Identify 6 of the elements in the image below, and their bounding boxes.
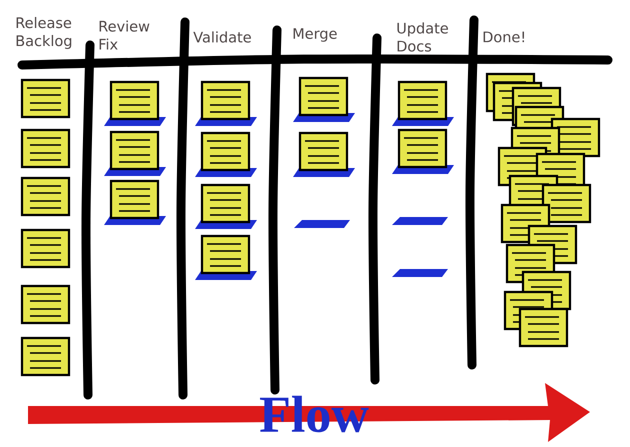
column-header: Done!: [484, 32, 524, 42]
column-header: Merge: [294, 28, 337, 42]
column-header: Update Docs: [397, 22, 448, 52]
column-header: Review Fix: [100, 20, 150, 50]
column-header: Validate: [193, 31, 251, 43]
column-header: Release Backlog: [16, 16, 72, 49]
